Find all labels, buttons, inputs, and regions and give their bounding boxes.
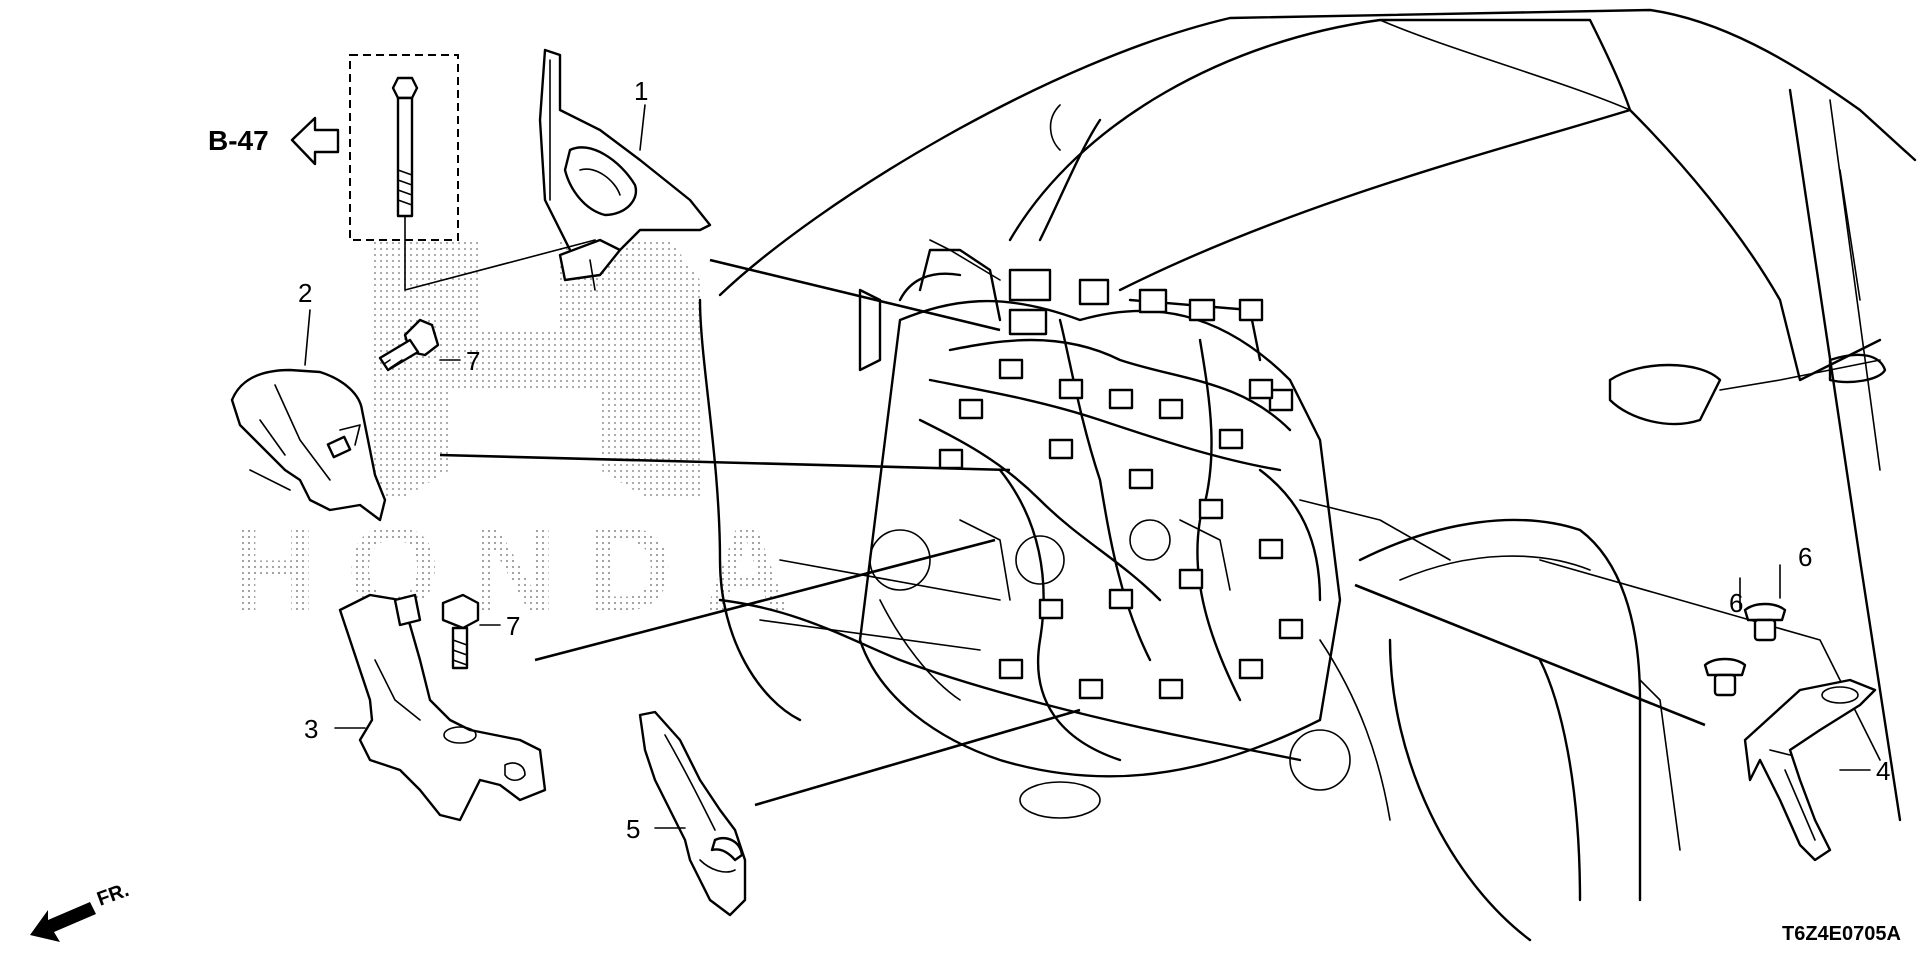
callouts: 1 2 3 4 5 6 6 7 7 — [298, 76, 1890, 844]
front-direction-indicator: FR. — [30, 879, 132, 942]
callout-6-left: 6 — [1729, 588, 1743, 618]
dashed-box — [349, 54, 459, 241]
callout-2: 2 — [298, 278, 312, 308]
part-2-harness-cover — [230, 368, 387, 522]
part-4-harness-clip — [1743, 678, 1877, 862]
engine-wire-harness — [858, 239, 1351, 791]
front-label: FR. — [94, 879, 132, 911]
drawing-code: T6Z4E0705A — [1782, 923, 1901, 945]
part-1-harness-bracket — [538, 48, 712, 291]
reference-label: B-47 — [208, 125, 269, 156]
callout-4: 4 — [1876, 756, 1890, 786]
clip-6-right — [1743, 602, 1787, 642]
bolt-shank — [396, 96, 414, 218]
part-5-harness-clamp — [638, 710, 747, 917]
part-3-harness-bracket — [338, 593, 547, 822]
bolt-reference-box — [349, 54, 596, 291]
left-arrow-icon — [290, 116, 340, 166]
callout-6-right: 6 — [1798, 542, 1812, 572]
bolt-7-lower — [441, 593, 480, 670]
callout-5: 5 — [626, 814, 640, 844]
callout-7-upper: 7 — [466, 346, 480, 376]
honda-logo-watermark: HONDA — [230, 240, 820, 636]
callout-1: 1 — [634, 76, 648, 106]
bolt-head — [391, 76, 419, 100]
callout-3: 3 — [304, 714, 318, 744]
reference-arrow-b47: B-47 — [208, 116, 340, 166]
bolt-7-upper — [378, 318, 440, 372]
front-arrow-icon — [30, 902, 96, 942]
clip-6-left — [1703, 657, 1747, 697]
vehicle-outline — [698, 8, 1917, 942]
honda-wordmark: HONDA — [230, 502, 820, 636]
leader-lines — [304, 104, 1871, 829]
callout-7-lower: 7 — [506, 611, 520, 641]
